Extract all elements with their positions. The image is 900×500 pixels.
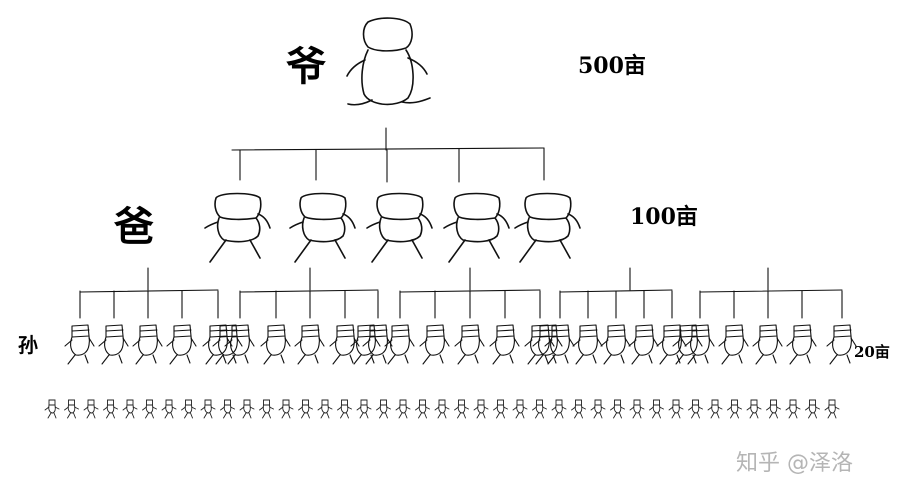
great-grandchild-figure [473,399,489,419]
great-grandchild-figure [259,399,274,419]
grandson-figure [166,324,197,365]
grandson-figure [294,324,325,365]
father-figure [204,192,271,263]
great-grandchild-figure [824,399,840,419]
grandfather-area: 500亩 [578,53,646,79]
great-grandchild-figure [181,399,196,419]
father-figure [289,192,356,263]
grandson-label: 孙 [18,333,38,357]
grandson-figure [656,324,687,365]
grandson-figure [532,324,563,365]
great-grandchild-figure [44,399,60,419]
great-grandchildren-row [44,399,840,419]
grandson-figure [329,324,360,365]
tree-grandfather-to-fathers [231,127,545,183]
grandson-figure [260,324,291,365]
great-grandchild-figure [239,399,255,419]
great-grandchild-figure [122,399,138,419]
great-grandchild-figure [356,399,372,419]
great-grandchild-figure [415,399,430,419]
grandfather-figure [346,17,431,106]
great-grandchild-figure [493,399,508,419]
grandfather-label: 爷 [286,43,326,90]
grandson-figure [419,324,450,365]
great-grandchild-figure [746,399,762,419]
father-figure [443,192,510,263]
grandson-area: 20亩 [854,343,890,361]
great-grandchild-figure [64,399,79,419]
great-grandchild-figure [103,399,118,419]
grandson-figure [224,324,255,365]
father-figure [366,192,433,263]
great-grandchild-figure [337,399,352,419]
grandson-figure [672,324,703,365]
great-grandchild-figure [454,399,469,419]
great-grandchild-figure [317,399,333,419]
great-grandchild-figure [161,399,177,419]
watermark: 知乎 @泽洛 [736,451,853,476]
grandson-figure [350,324,381,365]
grandsons-row [64,324,857,365]
father-label: 爸 [113,203,154,250]
great-grandchild-figure [376,399,391,419]
grandson-figure [718,324,749,365]
great-grandchild-figure [512,399,528,419]
fathers-row [204,192,581,263]
great-grandchild-figure [83,399,99,419]
great-grandchild-figure [220,399,235,419]
grandson-figure [684,324,715,365]
grandson-figure [752,324,783,365]
grandson-figure [212,324,243,365]
grandson-figure [544,324,575,365]
grandson-figure [454,324,485,365]
great-grandchild-figure [785,399,801,419]
great-grandchild-figure [590,399,606,419]
great-grandchild-figure [668,399,684,419]
grandson-figure [362,324,393,365]
great-grandchild-figure [610,399,625,419]
great-grandchild-figure [551,399,567,419]
grandson-figure [628,324,659,365]
great-grandchild-figure [707,399,723,419]
grandson-figure [572,324,603,365]
great-grandchild-figure [805,399,820,419]
great-grandchild-figure [629,399,645,419]
grandson-figure [786,324,817,365]
great-grandchild-figure [278,399,294,419]
great-grandchild-figure [298,399,313,419]
great-grandchild-figure [649,399,664,419]
great-grandchild-figure [200,399,216,419]
grandson-figure [98,324,129,365]
great-grandchild-figure [395,399,411,419]
grandson-figure [384,324,415,365]
father-figure [514,192,581,263]
grandson-figure [600,324,631,365]
great-grandchild-figure [727,399,742,419]
great-grandchild-figure [142,399,157,419]
great-grandchild-figure [434,399,450,419]
grandson-figure [489,324,520,365]
great-grandchild-figure [532,399,547,419]
tree-fathers-to-sons [79,267,843,319]
great-grandchild-figure [766,399,781,419]
grandson-figure [826,324,857,365]
great-grandchild-figure [688,399,703,419]
father-area: 100亩 [630,204,698,230]
grandson-figure [64,324,95,365]
great-grandchild-figure [571,399,586,419]
grandson-figure [132,324,163,365]
